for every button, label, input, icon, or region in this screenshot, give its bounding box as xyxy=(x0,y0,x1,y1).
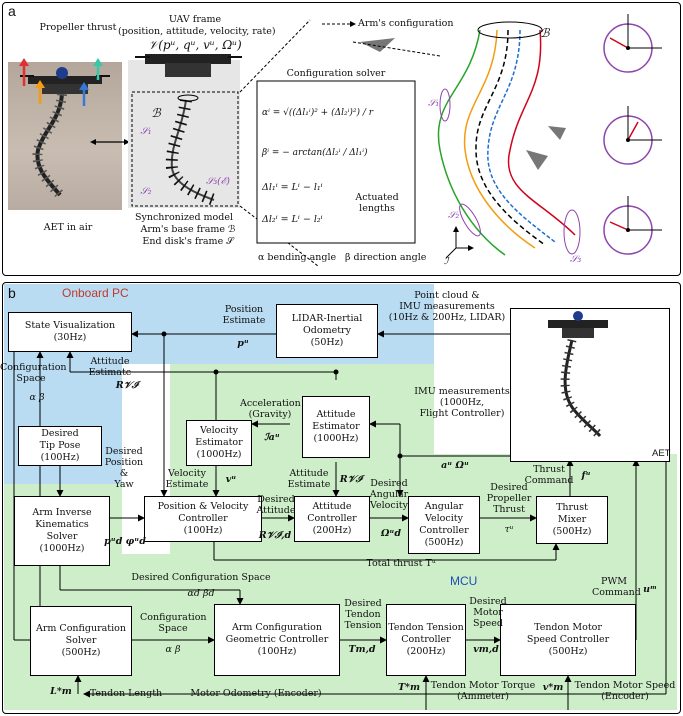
config-solver-title: Configuration solver xyxy=(286,68,386,79)
mcu-title: MCU xyxy=(450,574,478,588)
end-disk-frame-text: End disk's frame 𝒮 xyxy=(142,236,234,247)
disk-frame-1-icon xyxy=(603,14,662,73)
v-md-symbol: vm,d xyxy=(473,644,499,655)
arm-s3: 𝒮₃ xyxy=(570,254,582,265)
tendon-length-label: Tendon Length xyxy=(89,688,163,699)
alpha-beta-2-symbol: α β xyxy=(165,644,181,655)
panel-b-label: b xyxy=(8,285,16,301)
L-m-symbol: L*m xyxy=(50,686,72,697)
R-symbol-2: R𝒱ℐ xyxy=(339,474,363,485)
arm-I: ℐ xyxy=(444,256,449,267)
eq-dl2: Δl₂ⁱ = Lⁱ − l₂ⁱ xyxy=(262,214,323,225)
base-frame-label: ℬ xyxy=(151,106,161,120)
total-thrust-label: Total thrust Tᵘ xyxy=(366,558,436,569)
s1-label: 𝒮₁ xyxy=(140,126,152,137)
alpha-beta-label: α β xyxy=(29,392,45,403)
eq-alpha: αⁱ = √((Δl₁ⁱ)² + (Δl₂ⁱ)²) / r xyxy=(262,108,374,118)
aet-label: AET xyxy=(652,448,671,459)
arm-s2: 𝒮₂ xyxy=(448,210,460,221)
u-m-symbol: uᵐ xyxy=(643,584,657,595)
Ia-symbol: ℐaᵘ xyxy=(264,432,280,443)
panel-b xyxy=(2,282,681,714)
point-cloud-label: Point cloud &IMU measurements(10Hz & 200… xyxy=(388,290,506,323)
uav-frame-math: 𝒱(pᵘ, qᵘ, vᵘ, Ωᵘ) xyxy=(148,38,242,52)
s3e-label: 𝒮₃(ℰ) xyxy=(205,176,231,187)
aet-photo-caption: AET in air xyxy=(43,222,93,233)
uav-frame-title: UAV frame xyxy=(168,14,222,25)
Omega-d-symbol: Ωᵘd xyxy=(380,528,402,539)
T-m-symbol: T*m xyxy=(397,682,421,693)
disk-frame-2-icon xyxy=(603,106,662,165)
pd-phi-symbol: pᵘd φᵘd xyxy=(104,536,146,547)
arm-s1: 𝒮₁ xyxy=(428,98,440,109)
v-m-symbol: v*m xyxy=(542,682,564,693)
propeller-thrust-label: Propeller thrust xyxy=(39,22,117,33)
aet-box xyxy=(510,308,670,462)
panel-a-label: a xyxy=(8,3,16,19)
imu-measurements-label: IMU measurements(1000Hz,Flight Controlle… xyxy=(414,386,510,419)
R-symbol: R𝒱ℐ xyxy=(115,380,139,391)
arm-base-frame: ℬ xyxy=(540,26,550,40)
v-u-symbol: vᵘ xyxy=(225,474,237,485)
bending-angle-label: α bending angle xyxy=(258,252,337,263)
eq-dl1: Δl₁ⁱ = Lⁱ − l₁ⁱ xyxy=(262,182,323,193)
synced-model-label: Synchronized model xyxy=(134,212,234,223)
base-frame-text: Arm's base frame ℬ xyxy=(140,224,236,235)
drone-photo-icon xyxy=(20,67,110,199)
disk-frame-3-icon xyxy=(603,196,662,255)
onboard-pc-title: Onboard PC xyxy=(62,286,129,300)
tau-symbol: τᵘ xyxy=(504,524,514,535)
au-Omega-symbol: aᵘ Ωᵘ xyxy=(441,460,469,471)
motor-torque-label: Tendon Motor Torque(Ammeter) xyxy=(430,680,536,702)
motor-odometry-label: Motor Odometry (Encoder) xyxy=(190,688,322,699)
desired-configuration-space-label: Desired Configuration Space xyxy=(131,572,271,583)
acceleration-label: Acceleration(Gravity) xyxy=(240,398,301,420)
panel-a xyxy=(2,2,681,276)
actuated-lengths: Actuated lengths xyxy=(355,192,399,214)
eq-beta: βⁱ = − arctan(Δl₂ⁱ / Δl₁ⁱ) xyxy=(262,148,368,158)
alpha-beta-d-symbol: αd βd xyxy=(187,588,215,599)
T-md-symbol: Tm,d xyxy=(348,644,376,655)
direction-angle-label: β direction angle xyxy=(345,252,427,263)
R-d-symbol: R𝒱ℐ,d xyxy=(258,530,292,541)
state-visualization-box: State Visualization(30Hz) xyxy=(8,312,132,352)
motor-speed-label: Tendon Motor Speed(Encoder) xyxy=(574,680,676,702)
s2-label: 𝒮₂ xyxy=(140,186,152,197)
f-u-symbol: fᵘ xyxy=(581,470,591,481)
arm-config-title: Arm's configuration xyxy=(358,18,454,29)
uav-frame-sub: (position, attitude, velocity, rate) xyxy=(118,26,276,37)
p-u-symbol: pᵘ xyxy=(237,338,249,349)
